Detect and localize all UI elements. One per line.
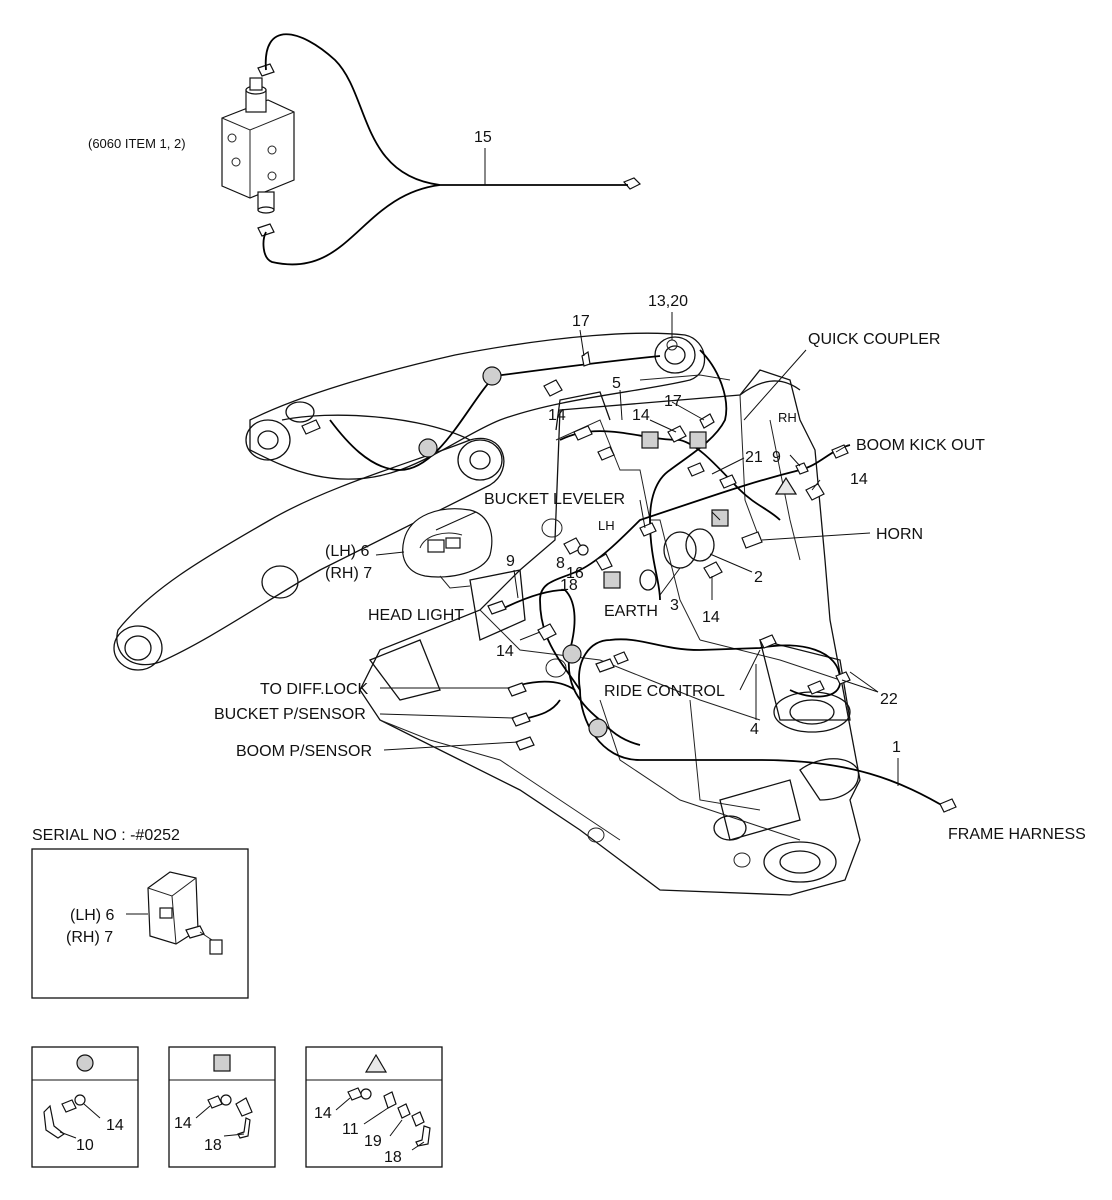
circle-markers xyxy=(418,366,608,738)
callout-14b: 14 xyxy=(632,407,650,424)
callout-21: 21 xyxy=(745,449,763,466)
callout-lh6: (LH) 6 xyxy=(325,543,370,560)
callout-15: 15 xyxy=(474,129,492,146)
legend-circle: 14 10 xyxy=(31,1046,139,1168)
legend-triangle-part-2: 11 xyxy=(342,1121,359,1138)
harness-1 xyxy=(578,638,951,811)
triangle-marker xyxy=(774,476,798,495)
callout-22: 22 xyxy=(880,691,898,708)
label-frame-harness: FRAME HARNESS xyxy=(948,826,1086,843)
callout-14a: 14 xyxy=(548,407,566,424)
label-horn: HORN xyxy=(876,526,923,543)
legend-triangle-part-4: 18 xyxy=(384,1149,402,1166)
label-boom-kick-out: BOOM KICK OUT xyxy=(856,437,985,454)
label-earth: EARTH xyxy=(604,603,658,620)
legend-triangle-part-1: 14 xyxy=(314,1105,332,1122)
legend-circle-part-2: 10 xyxy=(76,1137,94,1154)
valve-assembly xyxy=(221,63,642,237)
legend-circle-part-1: 14 xyxy=(106,1117,124,1134)
harness-13-20 xyxy=(649,349,728,601)
callout-8: 8 xyxy=(556,555,565,572)
callout-labels: 13,20 17 5 17 14 14 21 9 14 9 8 16 18 3 … xyxy=(214,293,1086,843)
callout-4: 4 xyxy=(750,721,759,738)
callout-16: 16 xyxy=(566,565,584,582)
legend-square-part-1: 14 xyxy=(174,1115,192,1132)
legend-square: 14 18 xyxy=(168,1046,276,1168)
callout-rh7: (RH) 7 xyxy=(325,565,372,582)
callout-14c: 14 xyxy=(850,471,868,488)
serial-title: SERIAL NO : -#0252 xyxy=(32,827,180,844)
leader-lines xyxy=(375,312,899,786)
label-quick-coupler: QUICK COUPLER xyxy=(808,331,940,348)
callout-14d: 14 xyxy=(702,609,720,626)
rh-mark: RH xyxy=(778,410,797,425)
label-to-diff-lock: TO DIFF.LOCK xyxy=(260,681,368,698)
legend-triangle-part-3: 19 xyxy=(364,1133,382,1150)
serial-rh7: (RH) 7 xyxy=(66,929,113,946)
harness-clips xyxy=(301,350,957,813)
callout-14e: 14 xyxy=(496,643,514,660)
label-bucket-p-sensor: BUCKET P/SENSOR xyxy=(214,706,366,723)
callout-5: 5 xyxy=(612,375,621,392)
label-bucket-leveler: BUCKET LEVELER xyxy=(484,491,625,508)
lh-mark: LH xyxy=(598,518,615,533)
callout-9b: 9 xyxy=(506,553,515,570)
callout-13-20: 13,20 xyxy=(648,293,688,310)
harness-sensors xyxy=(519,680,576,719)
harness-15 xyxy=(262,33,628,266)
callout-1: 1 xyxy=(892,739,901,756)
callout-2: 2 xyxy=(754,569,763,586)
callout-9a: 9 xyxy=(772,449,781,466)
boom-arms xyxy=(113,332,706,671)
legend-triangle: 14 11 19 18 xyxy=(305,1046,443,1168)
callout-17a: 17 xyxy=(572,313,590,330)
square-markers xyxy=(603,431,729,589)
harness-boom xyxy=(329,355,661,471)
label-boom-p-sensor: BOOM P/SENSOR xyxy=(236,743,372,760)
serial-inset: SERIAL NO : -#0252 (LH) 6 (RH) 7 xyxy=(31,827,249,999)
callout-17b: 17 xyxy=(664,393,682,410)
label-ride-control: RIDE CONTROL xyxy=(604,683,725,700)
legend-square-part-2: 18 xyxy=(204,1137,222,1154)
reference-note: (6060 ITEM 1, 2) xyxy=(88,136,186,151)
serial-lh6: (LH) 6 xyxy=(70,907,115,924)
label-head-light: HEAD LIGHT xyxy=(368,607,464,624)
callout-18: 18 xyxy=(560,577,578,594)
headlight-lh-rh xyxy=(402,508,493,589)
callout-3: 3 xyxy=(670,597,679,614)
loader-frame xyxy=(359,339,861,896)
